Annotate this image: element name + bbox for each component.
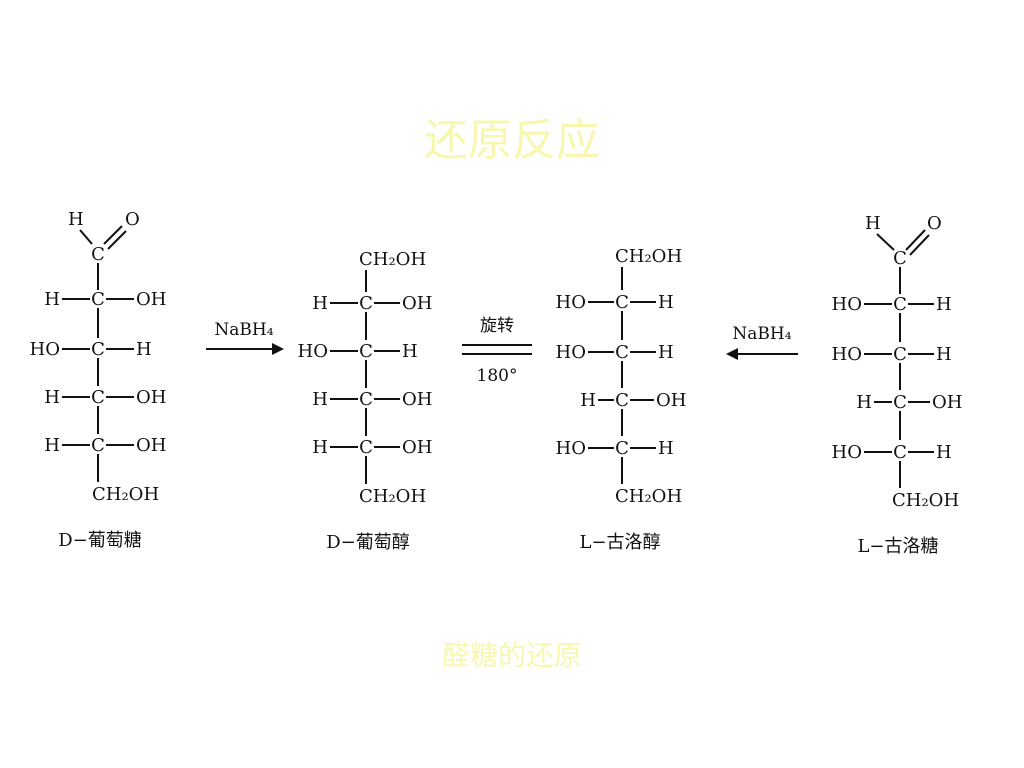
carbon-atom: C — [91, 289, 105, 310]
bottom-group: CH₂OH — [892, 490, 959, 511]
carbon-atom: C — [615, 438, 629, 459]
reduction-arrow-left: NaBH₄ — [206, 320, 284, 355]
left-substituent: H — [44, 435, 60, 456]
structure-l-gulose: H O C HO C H HO C H H C OH HO C H CH₂OH … — [832, 213, 963, 557]
carbon-atom: C — [359, 341, 373, 362]
right-substituent: OH — [136, 435, 166, 456]
right-substituent: H — [936, 294, 952, 315]
right-substituent: H — [936, 442, 952, 463]
left-substituent: H — [312, 293, 328, 314]
carbon-atom: C — [359, 293, 373, 314]
carbon-atom: C — [893, 392, 907, 413]
bottom-group: CH₂OH — [615, 486, 682, 507]
reagent-label: NaBH₄ — [214, 320, 273, 340]
right-substituent: H — [658, 438, 674, 459]
right-substituent: H — [936, 344, 952, 365]
right-substituent: H — [658, 342, 674, 363]
bottom-group: CH₂OH — [92, 484, 159, 505]
aldehyde-double-bond-1 — [103, 225, 123, 245]
rotation-angle: 180° — [477, 366, 518, 386]
carbon-atom: C — [615, 342, 629, 363]
right-substituent: H — [658, 292, 674, 313]
right-substituent: OH — [932, 392, 962, 413]
right-substituent: H — [136, 339, 152, 360]
carbon-atom: C — [893, 442, 907, 463]
left-substituent: HO — [298, 341, 328, 362]
aldehyde-o: O — [125, 209, 140, 230]
left-substituent: HO — [30, 339, 60, 360]
compound-name: L−古洛糖 — [857, 536, 938, 557]
bottom-group: CH₂OH — [359, 486, 426, 507]
arrow-head — [272, 343, 284, 355]
carbon-atom: C — [91, 387, 105, 408]
aldehyde-h-bond — [876, 233, 895, 251]
rotation-label: 旋转 — [480, 316, 514, 336]
arrow-head — [726, 348, 738, 360]
right-substituent: OH — [136, 387, 166, 408]
top-group: CH₂OH — [359, 249, 426, 270]
right-substituent: OH — [402, 389, 432, 410]
left-substituent: H — [44, 387, 60, 408]
right-substituent: OH — [656, 390, 686, 411]
compound-name: L−古洛醇 — [579, 532, 660, 553]
slide-title: 还原反应 — [424, 115, 600, 166]
left-substituent: HO — [556, 438, 586, 459]
left-substituent: HO — [832, 442, 862, 463]
aldehyde-carbon: C — [893, 248, 907, 269]
structure-l-gulitol: CH₂OH HO C H HO C H H C OH HO C H CH₂OH … — [556, 246, 687, 553]
carbon-atom: C — [91, 435, 105, 456]
carbon-atom: C — [893, 294, 907, 315]
carbon-atom: C — [359, 437, 373, 458]
structure-d-glucose: H O C H C OH HO C H H C OH H C OH CH₂OH … — [30, 209, 167, 551]
reduction-arrow-right: NaBH₄ — [726, 324, 798, 360]
aldehyde-double-bond-1 — [905, 229, 926, 251]
right-substituent: H — [402, 341, 418, 362]
right-substituent: OH — [136, 289, 166, 310]
aldehyde-h: H — [865, 213, 881, 234]
rotation-equivalence: 旋转 180° — [462, 316, 532, 386]
aldehyde-double-bond-2 — [909, 234, 930, 256]
aldehyde-double-bond-2 — [107, 230, 127, 250]
left-substituent: HO — [556, 292, 586, 313]
left-substituent: H — [44, 289, 60, 310]
aldehyde-o: O — [927, 213, 942, 234]
left-substituent: H — [312, 389, 328, 410]
carbon-atom: C — [615, 390, 629, 411]
structure-d-glucitol: CH₂OH H C OH HO C H H C OH H C OH CH₂OH … — [298, 249, 433, 553]
compound-name: D−葡萄醇 — [326, 532, 410, 553]
left-substituent: H — [856, 392, 872, 413]
left-substituent: HO — [832, 294, 862, 315]
left-substituent: H — [312, 437, 328, 458]
compound-name: D−葡萄糖 — [58, 530, 142, 551]
left-substituent: HO — [556, 342, 586, 363]
aldehyde-h: H — [68, 209, 84, 230]
reagent-label: NaBH₄ — [732, 324, 791, 344]
carbon-atom: C — [615, 292, 629, 313]
slide-caption: 醛糖的还原 — [441, 639, 582, 672]
top-group: CH₂OH — [615, 246, 682, 267]
left-substituent: HO — [832, 344, 862, 365]
carbon-atom: C — [359, 389, 373, 410]
aldehyde-h-bond — [79, 229, 93, 245]
right-substituent: OH — [402, 293, 432, 314]
left-substituent: H — [580, 390, 596, 411]
aldehyde-carbon: C — [91, 244, 105, 265]
right-substituent: OH — [402, 437, 432, 458]
carbon-atom: C — [91, 339, 105, 360]
carbon-atom: C — [893, 344, 907, 365]
